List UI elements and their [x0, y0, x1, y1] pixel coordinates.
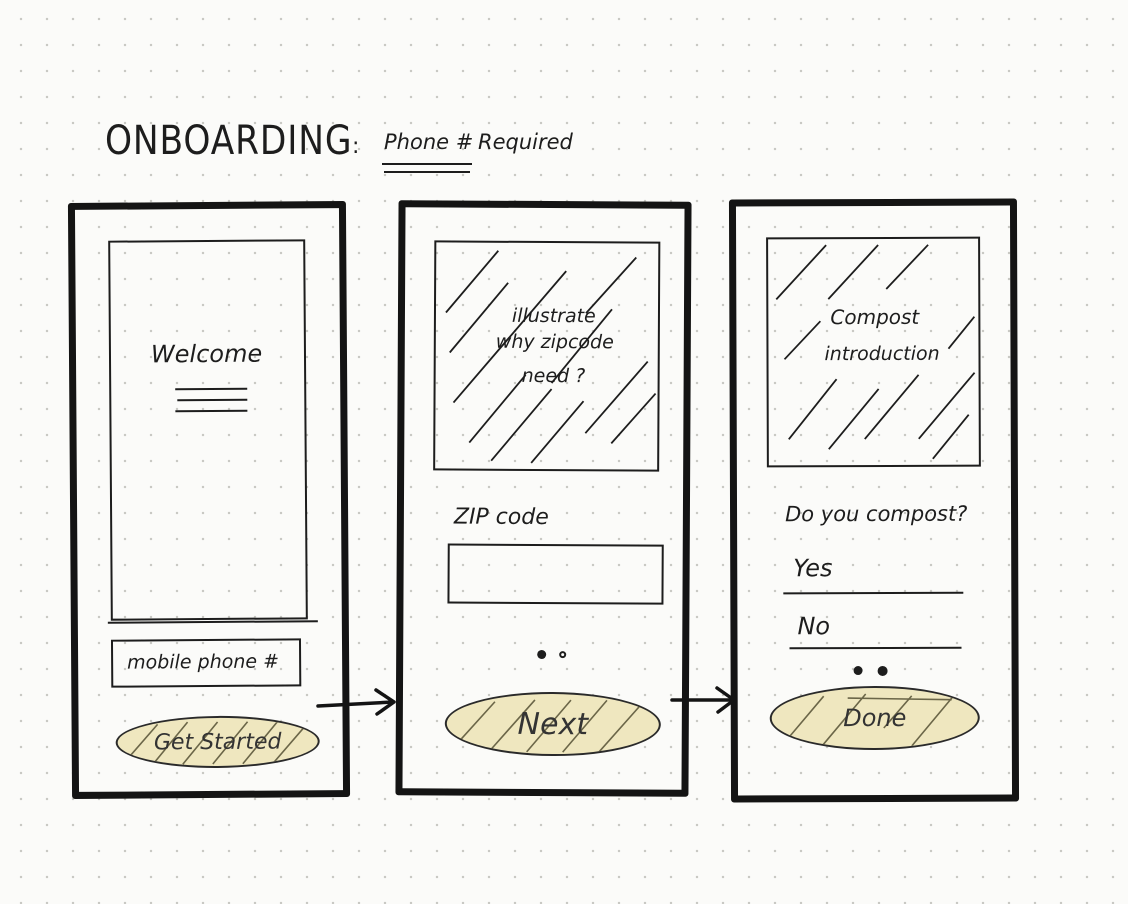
zip-illustration-line2: why zipcode	[495, 330, 614, 354]
done-button[interactable]: Done	[769, 685, 980, 751]
pagination-dot-inactive	[559, 651, 567, 659]
subtitle-underline	[382, 163, 472, 165]
button-hatch	[460, 699, 644, 753]
zip-illustration-line3: need ?	[521, 364, 586, 388]
zip-code-label: ZIP code	[453, 504, 549, 531]
compost-illustration-panel: Compost introduction	[766, 236, 981, 468]
pagination-dot-active	[877, 665, 888, 676]
pagination-dots-icon	[537, 649, 547, 660]
option-underline	[783, 591, 964, 595]
zip-code-input[interactable]	[447, 543, 664, 605]
hero-baseline	[107, 620, 318, 624]
illustration-hatch	[775, 244, 976, 460]
option-no-label: No	[797, 612, 831, 641]
next-button[interactable]: Next	[444, 691, 661, 757]
welcome-hero-panel: Welcome	[108, 239, 308, 621]
title-separator: :	[352, 134, 360, 159]
compost-screen: Compost introduction Do you compost? Yes…	[728, 198, 1020, 803]
option-underline	[789, 646, 962, 650]
placeholder-line	[177, 398, 248, 402]
zip-illustration-line1: illustrate	[511, 304, 596, 328]
option-no[interactable]: No	[789, 604, 965, 655]
subtitle-underline-double	[384, 171, 470, 173]
subtitle-phone: Phone #	[384, 130, 474, 154]
compost-illustration-line1: Compost	[830, 304, 920, 330]
zip-code-screen: illustrate why zipcode need ? ZIP code N…	[395, 200, 692, 797]
button-hatch	[127, 721, 309, 765]
get-started-label: Get Started	[153, 729, 282, 755]
compost-question: Do you compost?	[785, 501, 968, 527]
placeholder-line	[175, 409, 248, 413]
mobile-phone-label: mobile phone #	[127, 650, 280, 674]
mobile-phone-input[interactable]: mobile phone #	[110, 638, 302, 688]
zip-illustration-panel: illustrate why zipcode need ?	[433, 240, 661, 472]
placeholder-line	[175, 387, 248, 391]
button-hatch	[789, 693, 955, 747]
next-label: Next	[517, 706, 589, 742]
page-title: ONBOARDING	[105, 118, 353, 164]
compost-illustration-line2: introduction	[824, 342, 940, 366]
option-yes[interactable]: Yes	[783, 546, 965, 597]
subtitle-required: Required	[478, 130, 573, 154]
option-yes-label: Yes	[793, 554, 833, 583]
get-started-button[interactable]: Get Started	[115, 715, 320, 769]
pagination-dots-icon	[853, 666, 863, 676]
done-label: Done	[843, 703, 907, 733]
welcome-screen: Welcome mobile phone # Get Started	[67, 201, 351, 799]
welcome-text: Welcome	[150, 339, 263, 369]
illustration-hatch	[445, 250, 657, 464]
